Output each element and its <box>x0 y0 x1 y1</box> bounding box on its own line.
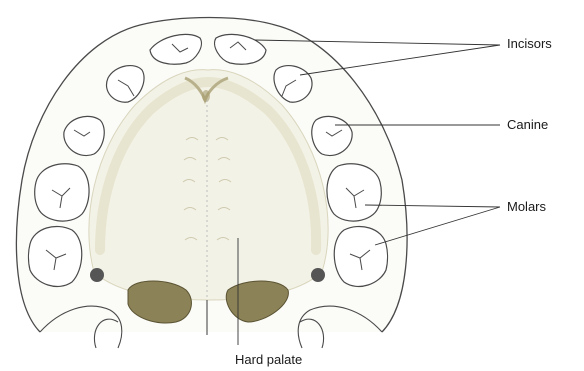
incisors-label: Incisors <box>507 37 552 50</box>
molar-left-1 <box>35 164 89 221</box>
foramen-right <box>311 268 325 282</box>
molar-left-2 <box>29 226 82 286</box>
hard-palate-label: Hard palate <box>235 353 302 366</box>
foramen-left <box>90 268 104 282</box>
molars-label: Molars <box>507 200 546 213</box>
canine-label: Canine <box>507 118 548 131</box>
molar-right-2 <box>334 226 387 286</box>
incisive-papilla-tip <box>202 90 210 102</box>
molar-right-1 <box>327 164 381 221</box>
